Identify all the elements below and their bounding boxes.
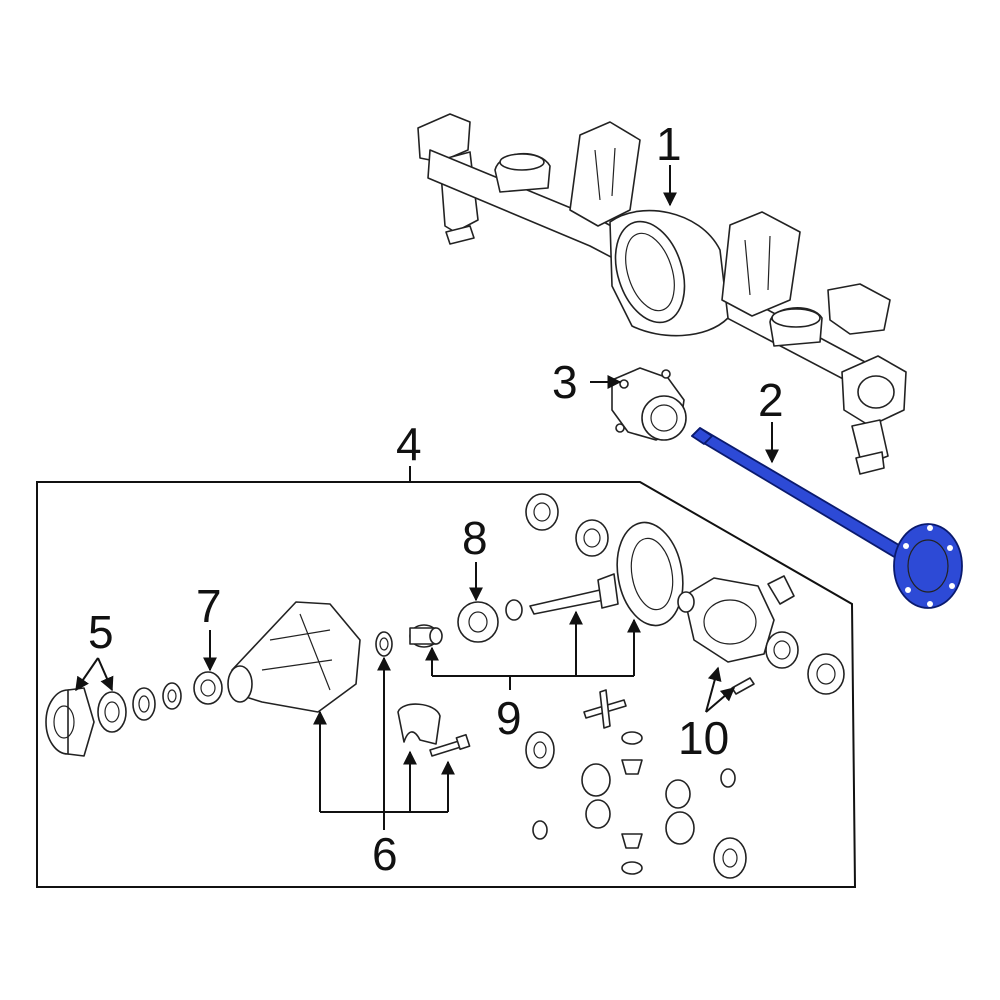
inner-pinion-bearing[interactable] [457,601,499,643]
oil-seal[interactable] [97,691,127,733]
companion-flange[interactable] [45,687,95,757]
callout-1: 1 [656,118,682,170]
axle-shaft-flange[interactable] [893,523,963,609]
axle-housing[interactable] [417,113,907,475]
differential-assembly-frame [36,481,857,888]
ring-gear[interactable] [609,517,690,631]
side-bearing[interactable] [525,493,609,557]
lock-plate[interactable] [767,575,795,605]
carrier-case[interactable] [227,601,361,713]
side-gear-thrust-washer[interactable] [525,731,747,879]
side-bearing-adjuster[interactable] [375,631,393,657]
axle-shaft[interactable] [691,427,963,609]
wheel-bearing[interactable] [611,367,687,441]
callout-10: 10 [678,712,729,764]
pinion-shim[interactable] [505,599,523,621]
callout-5: 5 [88,606,114,658]
cap-bolt[interactable] [429,733,471,757]
drive-pinion[interactable] [529,573,619,615]
callout-3: 3 [552,356,578,408]
collapsible-spacer[interactable] [409,624,443,648]
side-gear[interactable] [581,763,695,845]
small-washer[interactable] [532,768,736,840]
callout-7: 7 [196,580,222,632]
bearing-cap[interactable] [397,703,441,745]
differential-case[interactable] [677,577,775,663]
differential-bearing[interactable] [765,631,845,695]
callout-8: 8 [462,512,488,564]
pinion-mate-gear[interactable] [621,731,643,875]
callout-4: 4 [396,418,422,470]
pinion-shaft[interactable] [583,689,627,729]
callout-6: 6 [372,828,398,880]
callout-9: 9 [496,692,522,744]
case-bolt[interactable] [731,677,755,695]
callout-2: 2 [758,374,784,426]
pinion-bearing[interactable] [193,671,223,705]
bearing-shim[interactable] [132,682,182,721]
